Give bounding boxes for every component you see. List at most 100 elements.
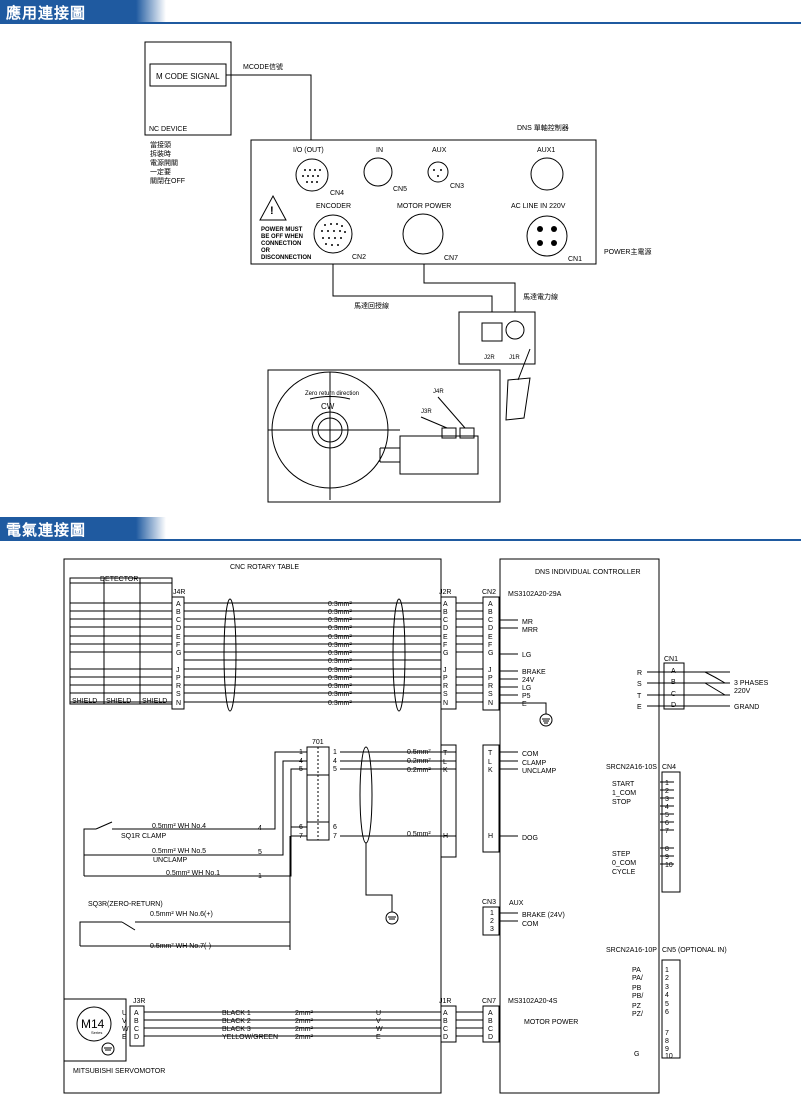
e-label: E bbox=[522, 701, 527, 708]
j3r-plug bbox=[441, 427, 457, 439]
tb701-label: 701 bbox=[312, 739, 324, 746]
j3r-label: J3R bbox=[133, 998, 145, 1005]
220v-label: 220V bbox=[734, 688, 751, 695]
shield-twist bbox=[223, 598, 237, 712]
cn3-pins: 1 2 3 BRAKE (24V) COM bbox=[490, 910, 565, 933]
cn3-label: CN3 bbox=[482, 899, 496, 906]
j2r-pin: P bbox=[443, 675, 448, 682]
banner-fade bbox=[136, 0, 166, 22]
section-title-electrical: 電氣連接圖 bbox=[6, 521, 87, 539]
term-num: 5 bbox=[258, 849, 262, 856]
cn3-connector bbox=[427, 161, 449, 183]
cw-label: CW bbox=[321, 402, 335, 411]
uvwe-label: V bbox=[122, 1018, 127, 1025]
power-main-label: POWER主電源 bbox=[604, 247, 651, 256]
j4r-pin: G bbox=[176, 650, 181, 657]
encoder-cable bbox=[332, 264, 493, 312]
j2r-lower-connector bbox=[440, 744, 457, 858]
cn5-connector bbox=[363, 157, 393, 187]
p5-label: P5 bbox=[522, 693, 531, 700]
mr-label: MR bbox=[522, 619, 533, 626]
j2r-pin: E bbox=[443, 634, 448, 641]
warning-triangle-icon bbox=[259, 194, 287, 221]
wire-spec: 0.3mm² bbox=[328, 642, 352, 649]
cn7-pin: D bbox=[488, 1034, 493, 1041]
motor-wire-color: BLACK 3 bbox=[222, 1026, 251, 1033]
cnc-rotary-table-label: CNC ROTARY TABLE bbox=[230, 564, 299, 571]
uvwe-label: E bbox=[122, 1034, 127, 1041]
motor-power-cable bbox=[423, 264, 516, 312]
stop-label: STOP bbox=[612, 799, 631, 806]
pin-label: L bbox=[488, 759, 492, 766]
tb-wire-specs: 0.5mm² 0.2mm² 0.2mm² 0.5mm² T L K H T L … bbox=[407, 749, 557, 842]
cn2-label: CN2 bbox=[352, 254, 366, 261]
j4r-pin: D bbox=[176, 625, 181, 632]
cn1-label: CN1 bbox=[568, 256, 582, 263]
table-bore bbox=[317, 417, 343, 443]
clamp-label: CLAMP bbox=[522, 760, 546, 767]
lg2-label: LG bbox=[522, 685, 531, 692]
j4r-connector bbox=[171, 596, 185, 710]
warning-text: POWER MUST BE OFF WHEN CONNECTION OR DIS… bbox=[261, 227, 311, 261]
cn5-pin: 6 bbox=[665, 1009, 669, 1016]
pin: 3 bbox=[490, 926, 494, 933]
wire-spec: 0.3mm² bbox=[328, 617, 352, 624]
cn5-label: CN5 bbox=[393, 186, 407, 193]
j4r-pin: C bbox=[176, 617, 181, 624]
j1r-pin: D bbox=[443, 1034, 448, 1041]
cn1-row: T bbox=[637, 693, 642, 700]
wire-spec: 0.3mm² bbox=[328, 601, 352, 608]
pin: 1 bbox=[490, 910, 494, 917]
m14-label: M14 bbox=[81, 1017, 105, 1031]
mcode-signal-cn-label: MCODE信號 bbox=[243, 62, 283, 71]
j2r-pin: B bbox=[443, 609, 448, 616]
motor-power-cable-label: 馬達電力線 bbox=[523, 292, 558, 301]
cn2-lower-connector bbox=[482, 744, 500, 853]
phase-label: U bbox=[376, 1010, 381, 1017]
encoder-label: ENCODER bbox=[316, 203, 351, 210]
cn7-connector bbox=[402, 213, 444, 255]
cn5-pin: 7 bbox=[665, 1030, 669, 1037]
cn4-pin: 10 bbox=[665, 862, 673, 869]
servo-motor bbox=[399, 435, 479, 475]
zero-return-label: Zero return direction bbox=[305, 391, 359, 397]
com-label: COM bbox=[522, 921, 539, 928]
wire-spec: 0.3mm² bbox=[328, 625, 352, 632]
nc-device-box bbox=[144, 41, 232, 136]
pin-label: L bbox=[443, 759, 447, 766]
j2r-pin: F bbox=[443, 642, 447, 649]
cn1-row: E bbox=[637, 704, 642, 711]
detector-label: DETECTOR bbox=[100, 576, 138, 583]
tb-num: 7 bbox=[333, 833, 337, 840]
dog-label: DOG bbox=[522, 835, 538, 842]
unclamp-label: UNCLAMP bbox=[153, 857, 188, 864]
j2r-label: J2R bbox=[439, 589, 451, 596]
j4r-label: J4R bbox=[433, 389, 444, 395]
cn3-label: CN3 bbox=[450, 183, 464, 190]
tb-num: 5 bbox=[333, 766, 337, 773]
io-out-label: I/O (OUT) bbox=[293, 147, 324, 154]
sq3r-label: SQ3R(ZERO-RETURN) bbox=[88, 901, 163, 908]
wire-spec: 2mm² bbox=[295, 1034, 314, 1041]
dns-controller-frame bbox=[499, 558, 660, 1094]
exclamation-icon: ! bbox=[270, 205, 274, 217]
pb-label: PB bbox=[632, 985, 642, 992]
warning-line: CONNECTION bbox=[261, 241, 301, 247]
j4r-pin: F bbox=[176, 642, 180, 649]
grand-label: GRAND bbox=[734, 704, 759, 711]
j3r-pin: B bbox=[134, 1018, 139, 1025]
j2r-pin: J bbox=[443, 667, 447, 674]
series-label: Series bbox=[91, 1030, 102, 1035]
cn4-pin: 1 bbox=[665, 780, 669, 787]
aux1-label: AUX1 bbox=[537, 147, 555, 154]
24v-label: 24V bbox=[522, 677, 535, 684]
rotary-table-body bbox=[267, 369, 501, 503]
j2r-pin: G bbox=[443, 650, 448, 657]
cn4-pin: 9 bbox=[665, 854, 669, 861]
phase-label: W bbox=[376, 1026, 383, 1033]
cn4-connector bbox=[295, 158, 329, 192]
ground-icon bbox=[101, 1042, 115, 1056]
